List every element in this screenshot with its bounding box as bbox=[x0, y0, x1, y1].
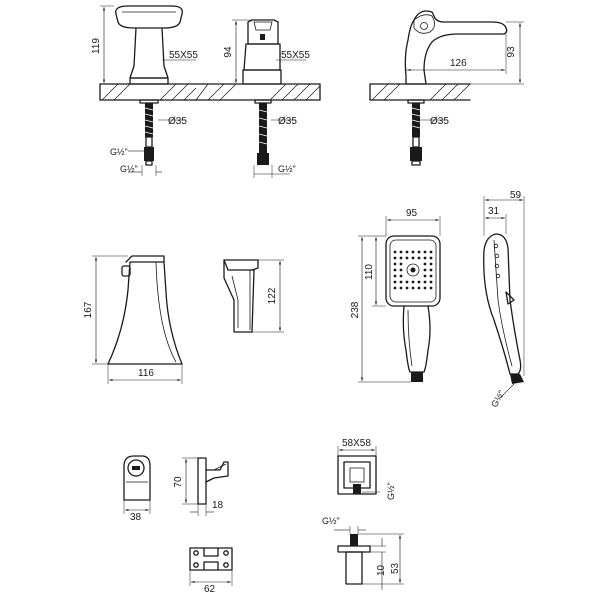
label-spout-profile-height: 167 bbox=[83, 301, 94, 318]
label-spout-profile-width: 116 bbox=[138, 368, 154, 379]
label-bracket-width: 62 bbox=[204, 584, 216, 595]
label-side-height: 93 bbox=[506, 46, 517, 58]
connector-view: G½" 10 53 bbox=[322, 516, 404, 590]
label-outlet-thread: G½" bbox=[386, 482, 396, 500]
nozzle-dot bbox=[417, 250, 421, 254]
nozzle-dot bbox=[393, 262, 397, 266]
label-spout-height: 119 bbox=[91, 38, 102, 54]
spout-head bbox=[115, 5, 183, 29]
nozzle-dot bbox=[429, 262, 433, 266]
nozzle-dot bbox=[429, 256, 433, 260]
nozzle-dot bbox=[405, 286, 409, 290]
nozzle-dot bbox=[393, 274, 397, 278]
deck-slab-left bbox=[99, 83, 237, 101]
center-nozzle bbox=[410, 267, 416, 273]
label-connector-height: 53 bbox=[390, 562, 401, 574]
holder-side-view: 70 18 bbox=[173, 457, 229, 516]
nozzle-dot bbox=[411, 250, 415, 254]
nozzle-dot bbox=[405, 250, 409, 254]
hand-shower-front-view: 95 110 238 bbox=[350, 208, 441, 383]
label-holder-width: 38 bbox=[130, 512, 142, 523]
nozzle-dot bbox=[429, 274, 433, 278]
nozzle-dot bbox=[423, 256, 427, 260]
label-shower-thread: G½" bbox=[489, 389, 507, 409]
label-shower-head-height: 110 bbox=[364, 264, 375, 280]
label-side-hole: Ø35 bbox=[430, 116, 449, 127]
spout-side-view: 126 93 Ø35 bbox=[369, 10, 524, 166]
label-shower-total-length: 238 bbox=[350, 301, 361, 318]
shower-handle bbox=[402, 305, 431, 373]
label-spout-base: 55X55 bbox=[169, 50, 198, 61]
valve-front-view: 94 55X55 Ø35 G½" bbox=[195, 19, 321, 178]
label-side-length: 126 bbox=[450, 58, 467, 69]
nozzle-dot bbox=[423, 250, 427, 254]
nozzle-dot bbox=[393, 286, 397, 290]
label-shower-head-width: 95 bbox=[406, 208, 418, 219]
label-shower-side-neck: 31 bbox=[488, 206, 500, 217]
nozzle-dot bbox=[417, 286, 421, 290]
holder-front-view: 38 bbox=[123, 455, 151, 523]
shower-nozzles bbox=[393, 250, 433, 290]
nozzle-dot bbox=[405, 280, 409, 284]
nozzle-dot bbox=[393, 256, 397, 260]
label-spout-hole: Ø35 bbox=[168, 116, 187, 127]
nozzle-dot bbox=[429, 250, 433, 254]
label-connector-flange: 10 bbox=[376, 564, 387, 576]
spout-neck bbox=[129, 27, 169, 79]
spout-profile-view: 167 116 bbox=[83, 255, 183, 384]
nozzle-dot bbox=[417, 280, 421, 284]
nozzle-dot bbox=[429, 286, 433, 290]
valve-profile-view: 122 bbox=[223, 259, 284, 333]
nozzle-dot bbox=[399, 286, 403, 290]
label-holder-height: 70 bbox=[173, 476, 184, 488]
nozzle-dot bbox=[429, 268, 433, 272]
label-valve-hole: Ø35 bbox=[278, 116, 297, 127]
nozzle-dot bbox=[399, 274, 403, 278]
nozzle-dot bbox=[411, 280, 415, 284]
wall-outlet-view: 58X58 G½" bbox=[337, 438, 396, 500]
label-outlet-size: 58X58 bbox=[342, 438, 371, 449]
nozzle-dot bbox=[399, 250, 403, 254]
side-spout-body bbox=[404, 10, 508, 85]
label-valve-height: 94 bbox=[223, 46, 234, 58]
label-holder-depth: 18 bbox=[212, 500, 224, 511]
label-connector-thread: G½" bbox=[322, 516, 340, 526]
nozzle-dot bbox=[423, 274, 427, 278]
label-spout-thread-upper: G½" bbox=[110, 147, 128, 157]
shower-head-face bbox=[385, 235, 441, 307]
nozzle-dot bbox=[405, 256, 409, 260]
center-nozzle-ring bbox=[406, 263, 420, 277]
nozzle-dot bbox=[411, 286, 415, 290]
nozzle-dot bbox=[393, 250, 397, 254]
spout-front-view: 119 55X55 Ø35 G½" G½" bbox=[91, 5, 237, 176]
spout-profile-body bbox=[107, 261, 183, 365]
bracket-view: 62 bbox=[189, 547, 233, 595]
label-valve-thread: G½" bbox=[278, 164, 296, 174]
nozzle-dot bbox=[399, 280, 403, 284]
nozzle-dot bbox=[393, 268, 397, 272]
nozzle-dot bbox=[393, 280, 397, 284]
nozzle-dot bbox=[417, 256, 421, 260]
nozzle-dot bbox=[399, 268, 403, 272]
label-valve-base: 55X55 bbox=[281, 50, 310, 61]
valve-profile-body bbox=[223, 259, 255, 333]
nozzle-dot bbox=[423, 280, 427, 284]
hand-shower-side-view: 59 31 G½" bbox=[483, 190, 525, 409]
valve-handle bbox=[247, 19, 279, 45]
label-valve-profile-height: 122 bbox=[267, 287, 278, 304]
label-spout-thread-lower: G½" bbox=[120, 164, 138, 174]
label-shower-side-width: 59 bbox=[510, 190, 522, 201]
shower-side-body bbox=[483, 233, 522, 375]
nozzle-dot bbox=[429, 280, 433, 284]
nozzle-dot bbox=[423, 262, 427, 266]
nozzle-dot bbox=[411, 256, 415, 260]
nozzle-dot bbox=[399, 256, 403, 260]
nozzle-dot bbox=[423, 268, 427, 272]
nozzle-dot bbox=[399, 262, 403, 266]
nozzle-dot bbox=[423, 286, 427, 290]
